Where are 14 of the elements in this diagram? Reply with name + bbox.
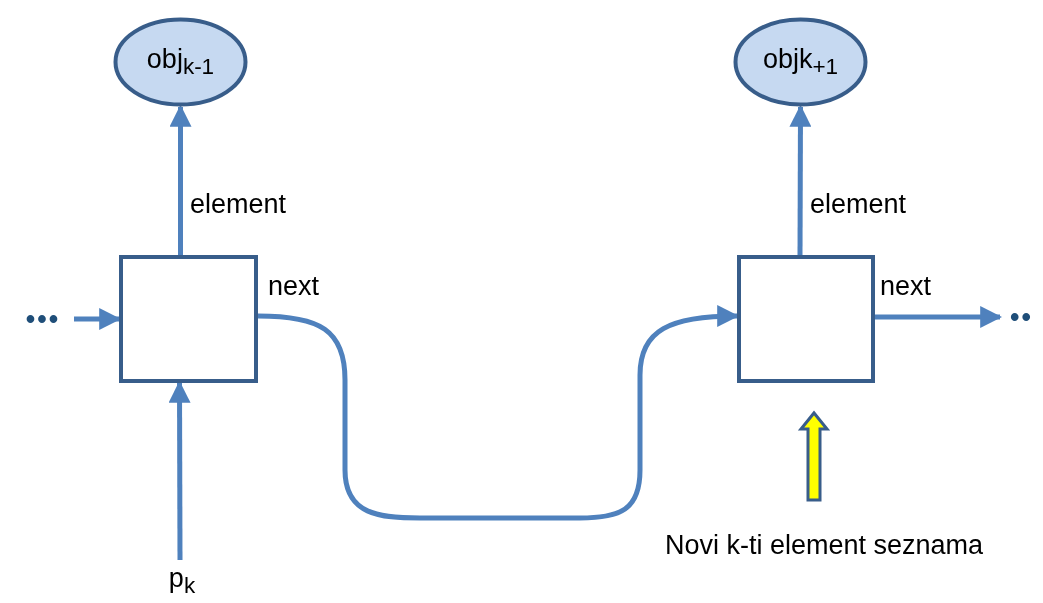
block-arrow: [797, 410, 831, 502]
arrow: [789, 104, 812, 255]
node-label: p$_{k}$: [160, 560, 204, 602]
arrow: [875, 306, 1003, 328]
list-node-box: [119, 255, 258, 383]
node-text: obj$_{k-1}$: [146, 43, 215, 81]
object-ellipse: [733, 17, 868, 107]
arrow: [169, 104, 192, 255]
node-label: Novi k-ti element seznama: [618, 525, 1030, 565]
object-ellipse: [113, 17, 248, 107]
node-text: objk$_{+1}$: [762, 43, 839, 81]
ellipsis-text: ••: [1000, 298, 1043, 336]
list-node-box: [737, 255, 875, 383]
ellipsis-text: •••: [12, 300, 74, 338]
